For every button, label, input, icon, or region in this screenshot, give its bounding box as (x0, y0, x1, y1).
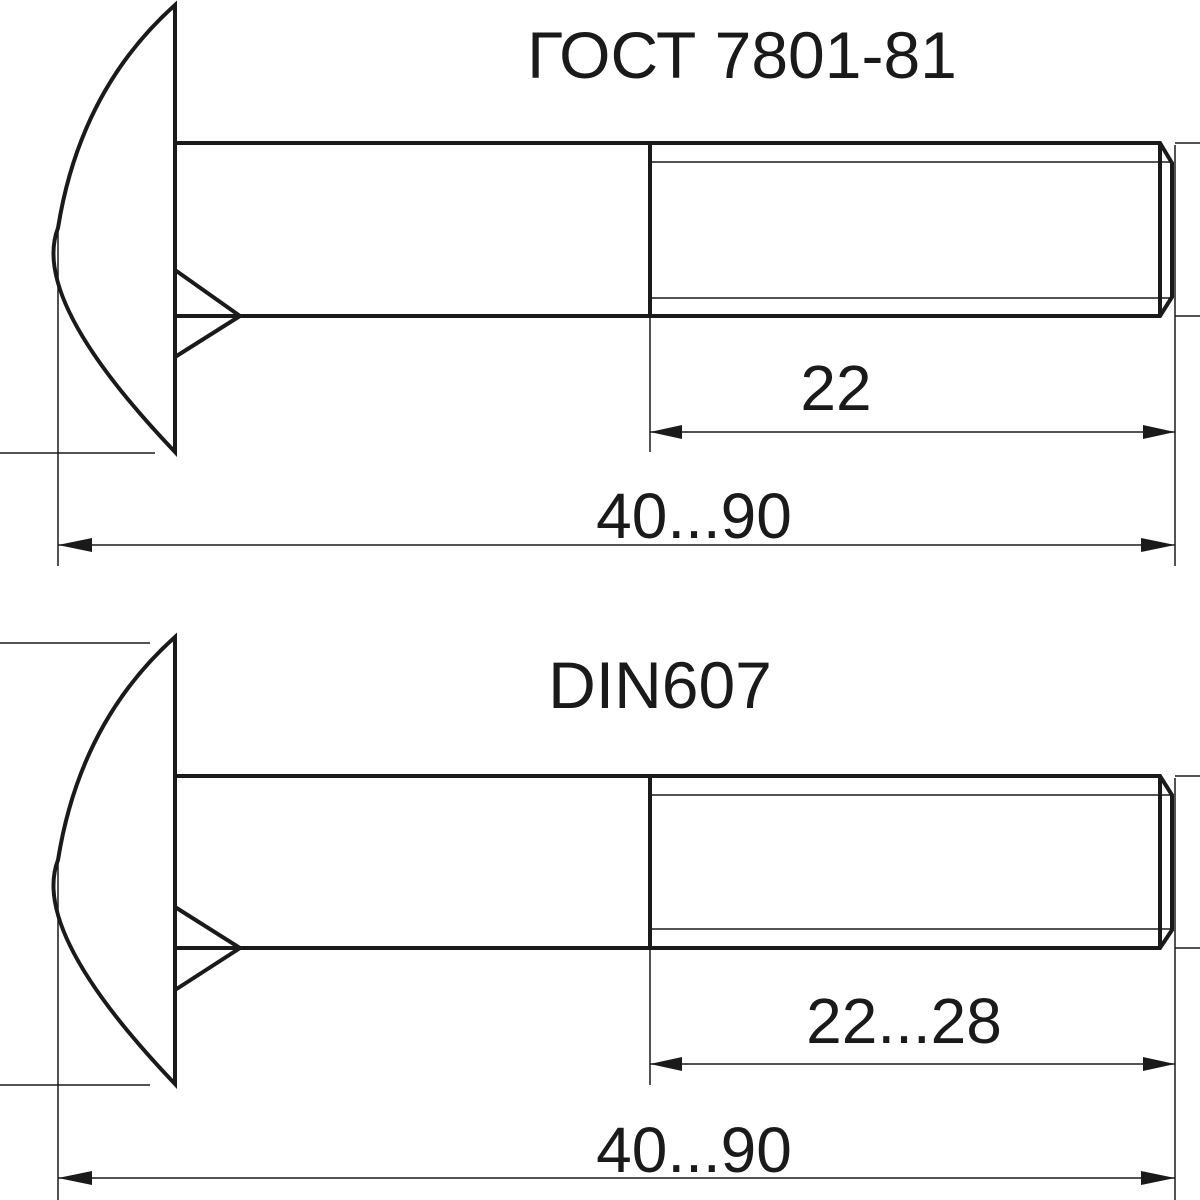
gost-total-length: 40...90 (596, 480, 792, 552)
gost-thread-arrow-left (650, 425, 682, 439)
gost-total-arrow-left (58, 538, 92, 552)
din-drawing: DIN607 22...28 40...90 (0, 632, 1200, 1200)
din-thread-arrow-left (650, 1057, 682, 1071)
gost-thread-arrow-right (1143, 425, 1175, 439)
gost-drawing: ГОСТ 7801-81 22 40...90 (0, 0, 1200, 566)
din-thread-length: 22...28 (806, 985, 1002, 1057)
din-thread-arrow-right (1143, 1057, 1175, 1071)
gost-bolt-head (51, 0, 177, 457)
din-total-arrow-right (1141, 1171, 1175, 1185)
din-title: DIN607 (548, 648, 772, 722)
din-bolt-head (51, 632, 177, 1089)
din-total-length: 40...90 (596, 1114, 792, 1186)
gost-bolt-neck (173, 268, 244, 359)
din-bolt-shank (175, 774, 1174, 950)
gost-total-arrow-right (1141, 538, 1175, 552)
gost-bolt-shank (175, 141, 1174, 318)
gost-title: ГОСТ 7801-81 (527, 18, 957, 92)
gost-thread-length: 22 (800, 352, 871, 424)
din-total-arrow-left (58, 1171, 92, 1185)
